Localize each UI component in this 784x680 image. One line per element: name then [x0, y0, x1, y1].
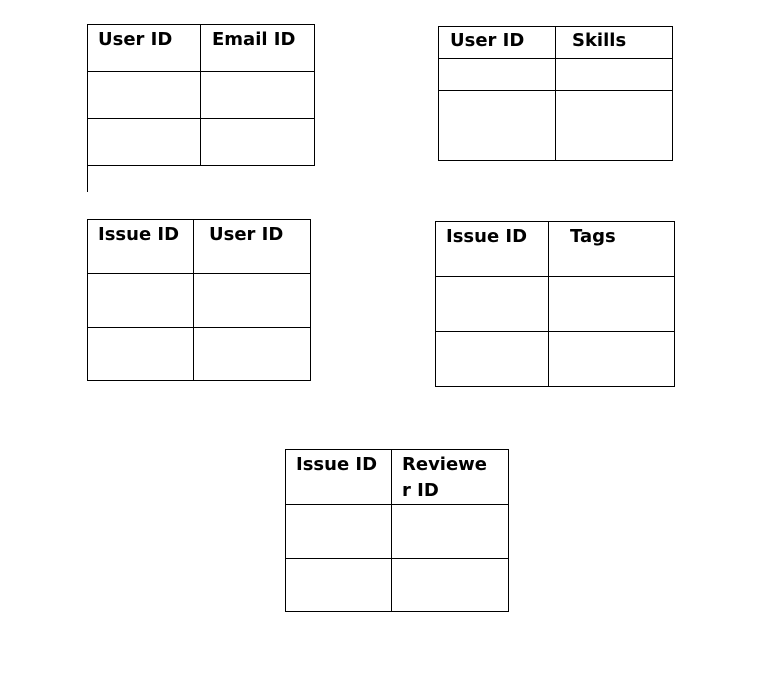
- empty-cell: [200, 71, 315, 119]
- user-skills-table: User ID Skills: [438, 26, 673, 161]
- header-cell-email-id: Email ID: [200, 24, 315, 72]
- issue-user-table: Issue ID User ID: [87, 219, 311, 381]
- empty-cell: [438, 90, 556, 161]
- header-cell-issue-id: Issue ID: [435, 221, 549, 277]
- empty-cell: [87, 273, 194, 328]
- empty-cell: [548, 331, 675, 387]
- header-cell-skills: Skills: [555, 26, 673, 59]
- header-cell-issue-id: Issue ID: [285, 449, 392, 505]
- header-cell-tags: Tags: [548, 221, 675, 277]
- empty-cell: [391, 558, 509, 612]
- header-cell-user-id: User ID: [87, 24, 201, 72]
- empty-cell: [391, 504, 509, 559]
- empty-cell: [200, 118, 315, 166]
- empty-cell: [193, 273, 311, 328]
- header-cell-reviewer-id: Reviewer ID: [391, 449, 509, 505]
- issue-tags-table: Issue ID Tags: [435, 221, 675, 387]
- empty-cell: [555, 58, 673, 91]
- empty-cell: [87, 327, 194, 381]
- user-email-table: User ID Email ID: [87, 24, 315, 166]
- empty-cell: [285, 504, 392, 559]
- header-cell-user-id: User ID: [193, 219, 311, 274]
- empty-cell: [548, 276, 675, 332]
- empty-cell: [435, 276, 549, 332]
- empty-cell: [193, 327, 311, 381]
- empty-cell: [87, 118, 201, 166]
- empty-cell: [87, 71, 201, 119]
- empty-cell: [285, 558, 392, 612]
- empty-cell: [438, 58, 556, 91]
- header-cell-user-id: User ID: [438, 26, 556, 59]
- empty-cell: [555, 90, 673, 161]
- table-border-stub: [87, 165, 88, 192]
- issue-reviewer-table: Issue ID Reviewer ID: [285, 449, 509, 612]
- header-cell-issue-id: Issue ID: [87, 219, 194, 274]
- empty-cell: [435, 331, 549, 387]
